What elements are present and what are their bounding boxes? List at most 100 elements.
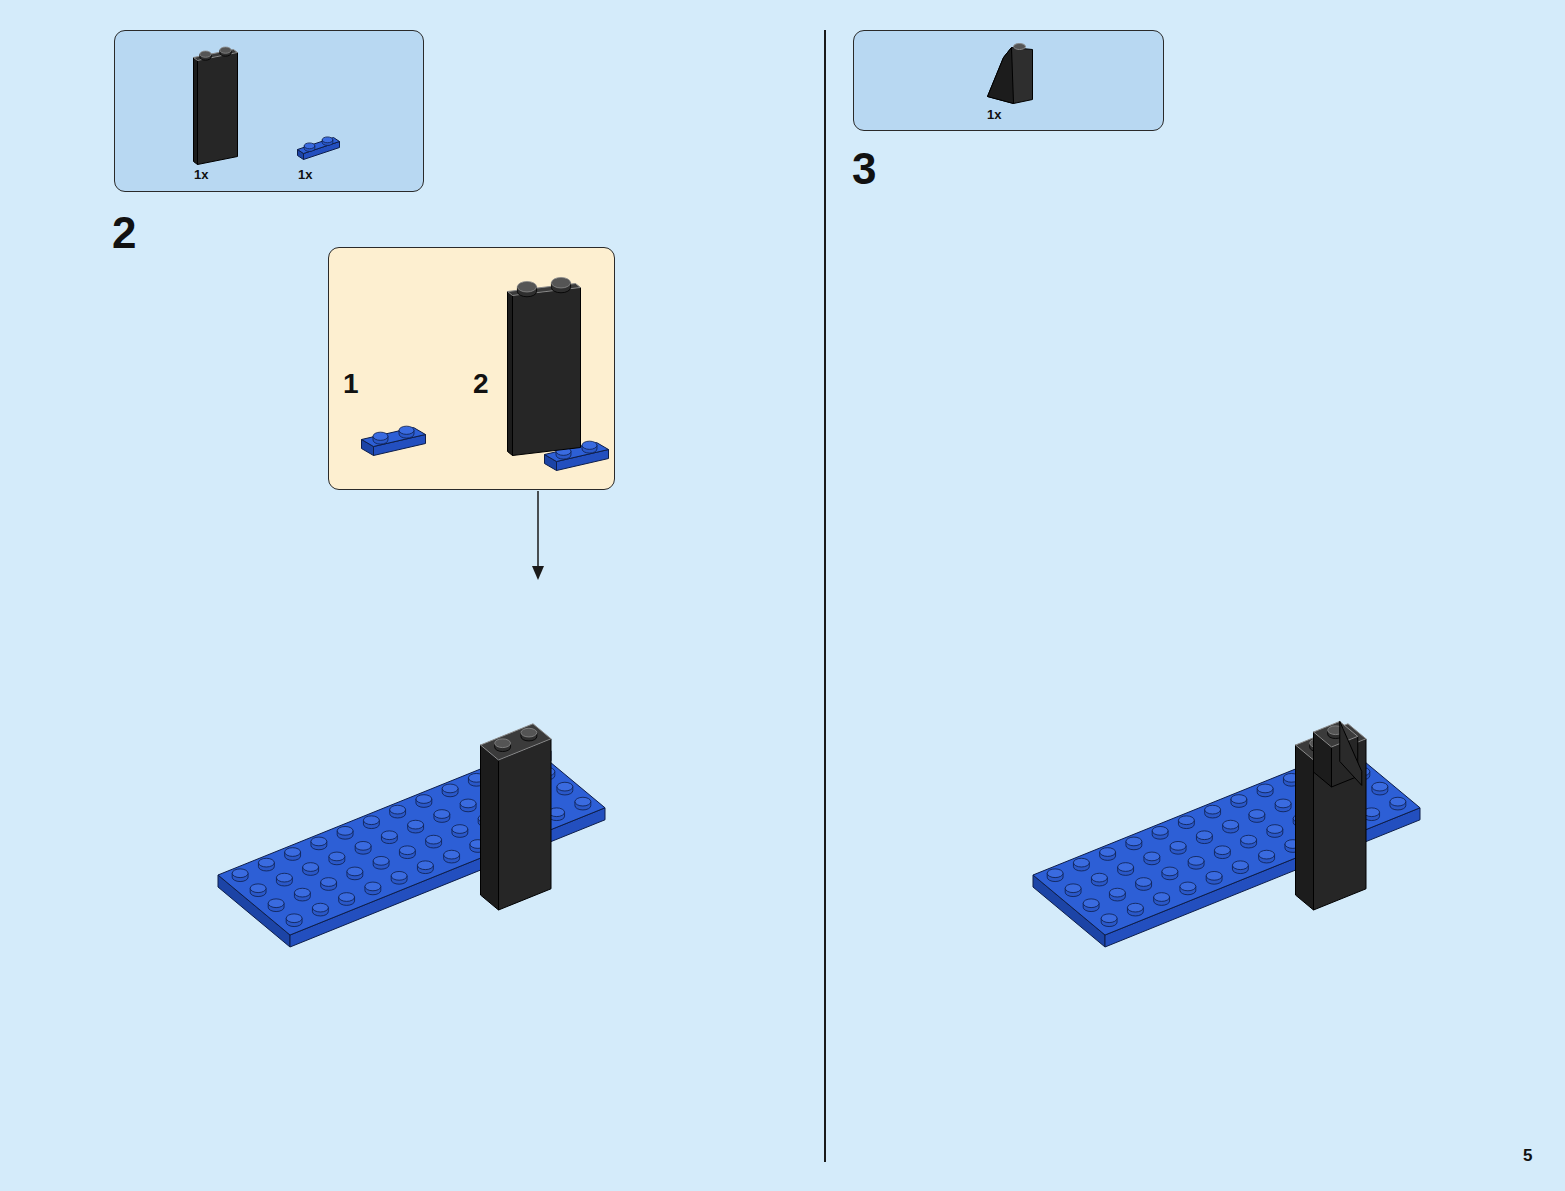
stud: [1073, 858, 1089, 867]
part-count: 1x: [194, 168, 208, 181]
part-count: 1x: [987, 108, 1001, 121]
stud: [1205, 805, 1221, 814]
step-number: 2: [112, 211, 136, 255]
stud: [285, 848, 301, 857]
stud: [339, 893, 355, 902]
stud: [373, 432, 388, 440]
stud: [363, 816, 379, 825]
stud: [417, 861, 433, 870]
arrow-head: [532, 566, 544, 580]
step-2-model: [218, 724, 605, 947]
stud: [1162, 867, 1178, 876]
part-illustration: [854, 31, 1165, 132]
models: [218, 721, 1420, 947]
brick-top: [481, 724, 552, 760]
step-3-model: [1033, 721, 1420, 947]
callout-arrow: [537, 491, 539, 568]
stud: [1267, 825, 1283, 834]
stud: [416, 795, 432, 804]
stud: [1152, 826, 1168, 835]
stud: [1144, 852, 1160, 861]
stud: [337, 826, 353, 835]
stud: [1214, 846, 1230, 855]
stud: [517, 281, 536, 292]
stud: [426, 835, 442, 844]
stud: [1257, 784, 1273, 793]
stud: [1170, 841, 1186, 850]
stud: [1188, 856, 1204, 865]
stud: [1390, 797, 1406, 806]
part-count: 1x: [298, 168, 312, 181]
sub-step-number: 2: [473, 370, 489, 398]
stud: [250, 884, 266, 893]
stud: [1196, 831, 1212, 840]
stud: [1101, 914, 1117, 923]
stud: [391, 871, 407, 880]
stud: [521, 728, 537, 737]
stud: [442, 784, 458, 793]
brick-top: [1314, 721, 1358, 747]
parts-box: 1x 1x: [114, 30, 424, 192]
stud: [258, 858, 274, 867]
stud: [1126, 837, 1142, 846]
stud: [408, 820, 424, 829]
stud: [1231, 795, 1247, 804]
stud: [1206, 871, 1222, 880]
brick-top: [362, 428, 426, 447]
parts-box: 1x: [853, 30, 1164, 131]
stud: [557, 782, 573, 791]
stud: [1241, 835, 1257, 844]
stud: [434, 810, 450, 819]
brick-face: [499, 739, 552, 910]
stud: [1178, 816, 1194, 825]
stud: [1232, 861, 1248, 870]
stud: [286, 914, 302, 923]
stud: [294, 888, 310, 897]
stud: [1154, 893, 1170, 902]
stud: [551, 277, 570, 288]
stud: [575, 797, 591, 806]
stud: [390, 805, 406, 814]
stud: [460, 799, 476, 808]
stud: [355, 841, 371, 850]
stud: [312, 903, 328, 912]
stud: [321, 878, 337, 887]
stud: [381, 831, 397, 840]
stud: [1083, 899, 1099, 908]
brick-face: [198, 53, 238, 165]
stud: [452, 825, 468, 834]
stud: [582, 441, 597, 449]
step-number: 3: [852, 147, 876, 191]
stud: [232, 869, 248, 878]
stud: [1014, 44, 1026, 50]
stud: [1118, 863, 1134, 872]
stud: [329, 852, 345, 861]
stud: [1091, 873, 1107, 882]
slope-part: [988, 48, 1033, 104]
stud: [1127, 903, 1143, 912]
part-illustration: [329, 248, 616, 491]
slope-face: [1340, 721, 1362, 785]
stud: [276, 873, 292, 882]
stud: [1065, 884, 1081, 893]
stud: [1372, 782, 1388, 791]
stud: [1100, 848, 1116, 857]
sub-step-number: 1: [343, 370, 359, 398]
stud: [268, 899, 284, 908]
brick-top: [298, 138, 340, 154]
slope-face: [988, 48, 1014, 104]
brick-face: [513, 288, 581, 456]
brick-face: [481, 745, 499, 910]
stud: [304, 143, 315, 149]
stud: [303, 863, 319, 872]
stud: [399, 846, 415, 855]
brick-face: [508, 292, 513, 456]
stud: [365, 882, 381, 891]
stud: [200, 51, 211, 57]
stud: [1259, 850, 1275, 859]
stud: [495, 739, 511, 748]
brick-face: [1296, 745, 1314, 910]
stud: [1180, 882, 1196, 891]
stud: [311, 837, 327, 846]
sub-step-callout: 12: [328, 247, 615, 490]
